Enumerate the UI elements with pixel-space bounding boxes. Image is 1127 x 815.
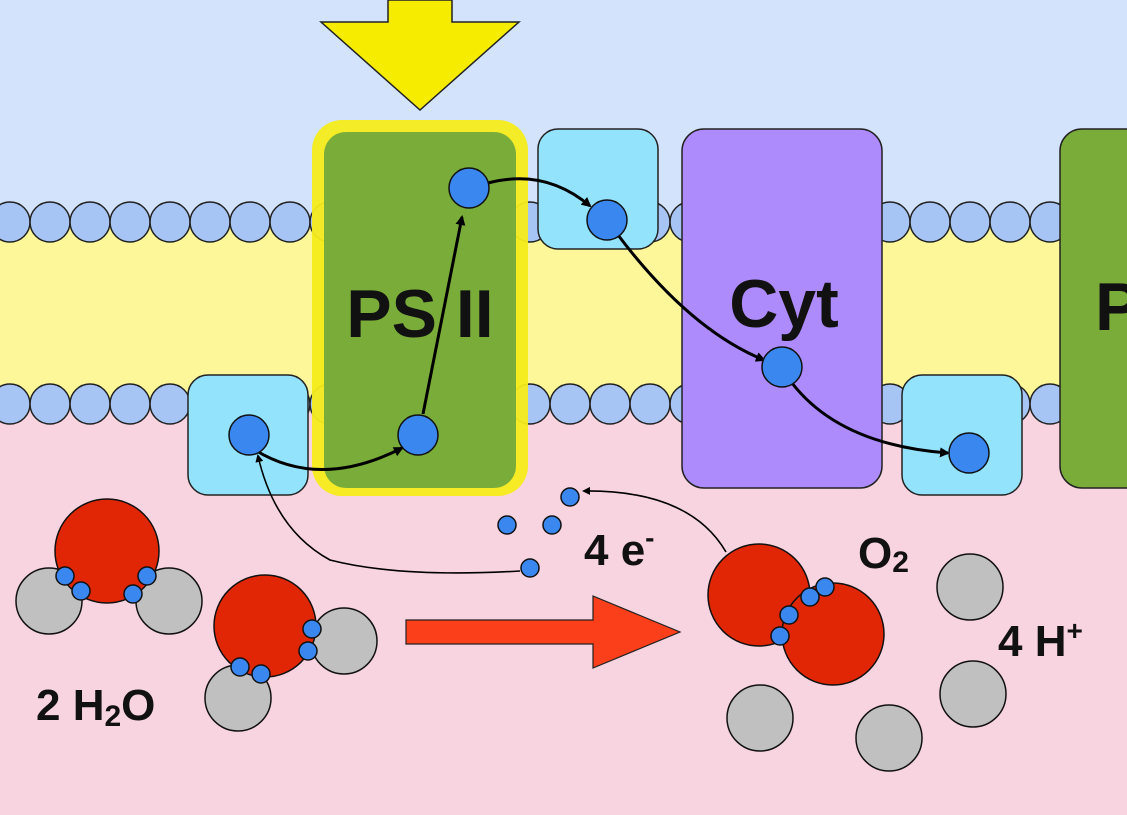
protons xyxy=(726,553,1007,772)
lipid-head xyxy=(189,201,231,243)
proton xyxy=(726,684,794,752)
water-molecule xyxy=(15,498,203,635)
shared-electron xyxy=(800,587,820,607)
lipid-head xyxy=(29,383,71,425)
shared-electron xyxy=(137,566,157,586)
carrier-box-stroma xyxy=(537,128,659,250)
shared-electron xyxy=(230,657,250,677)
path-arrow-2 xyxy=(421,215,466,415)
ps1-label: P xyxy=(1095,269,1127,345)
light-arrow-icon xyxy=(319,0,521,112)
electron xyxy=(397,414,439,456)
electron xyxy=(448,167,490,209)
oxygen-atom xyxy=(781,582,885,686)
electron xyxy=(228,414,270,456)
electrons-sup: - xyxy=(645,522,654,553)
lipid-head xyxy=(229,201,271,243)
shared-electron xyxy=(55,566,75,586)
cytochrome-complex xyxy=(681,128,883,489)
proton xyxy=(939,660,1007,728)
shared-electron xyxy=(779,605,799,625)
electrons-label: 4 e- xyxy=(584,522,655,575)
electron-free xyxy=(520,558,540,578)
lipid-head xyxy=(549,383,591,425)
lipid-head xyxy=(69,383,111,425)
path-arrow-1 xyxy=(254,446,404,471)
cyt-label: Cyt xyxy=(729,266,839,342)
electron xyxy=(586,199,628,241)
oxygen-molecule xyxy=(707,543,885,686)
return-arrow-left xyxy=(255,454,521,574)
lipid-head xyxy=(149,383,191,425)
oxygen-atom xyxy=(213,574,317,678)
electron xyxy=(761,346,803,388)
return-arrow-right xyxy=(582,486,727,553)
path-arrow-5 xyxy=(790,382,950,458)
lipid-head xyxy=(29,201,71,243)
electron-return-path xyxy=(255,454,727,574)
shared-electron xyxy=(251,664,271,684)
protons-label: 4 H+ xyxy=(998,615,1083,666)
lipid-head xyxy=(589,383,631,425)
lipid-head xyxy=(629,383,671,425)
right-arrow-icon xyxy=(405,595,682,669)
shared-electron xyxy=(298,641,318,661)
shared-electron xyxy=(815,577,835,597)
lipid-head xyxy=(109,201,151,243)
ps2-complex xyxy=(324,132,516,488)
protons-base: 4 H xyxy=(998,617,1066,666)
proton xyxy=(936,553,1004,621)
water-label: 2 H2O xyxy=(36,681,155,733)
ps1-complex xyxy=(1059,128,1127,489)
electron-free xyxy=(560,487,580,507)
shared-electron xyxy=(302,619,322,639)
lipid-head xyxy=(69,201,111,243)
water-tail: O xyxy=(121,681,155,730)
oxygen-base: O xyxy=(858,529,892,578)
water-sub: 2 xyxy=(104,700,121,733)
lipid-head xyxy=(109,383,151,425)
electron-free xyxy=(497,515,517,535)
electron-free xyxy=(542,515,562,535)
lipid-head xyxy=(909,201,951,243)
electron xyxy=(948,432,990,474)
shared-electron xyxy=(71,581,91,601)
ps2-label: PS II xyxy=(346,276,493,352)
oxygen-atom xyxy=(54,498,160,604)
electrons-count: 4 e xyxy=(584,526,645,575)
lipid-head xyxy=(269,201,311,243)
lipid-head xyxy=(949,201,991,243)
path-arrow-3 xyxy=(487,177,592,208)
proton xyxy=(855,704,923,772)
lipid-head xyxy=(149,201,191,243)
hydrogen-atom xyxy=(310,607,378,675)
lipid-head xyxy=(989,201,1031,243)
shared-electron xyxy=(123,584,143,604)
water-molecule xyxy=(204,574,378,732)
protons-sup: + xyxy=(1066,615,1082,646)
electron-path xyxy=(254,177,950,471)
path-arrow-4 xyxy=(616,234,766,362)
oxygen-sub: 2 xyxy=(892,546,909,579)
oxygen-label: O2 xyxy=(858,529,909,579)
electrons xyxy=(228,167,990,578)
shared-electron xyxy=(770,626,790,646)
water-coef: 2 H xyxy=(36,681,104,730)
